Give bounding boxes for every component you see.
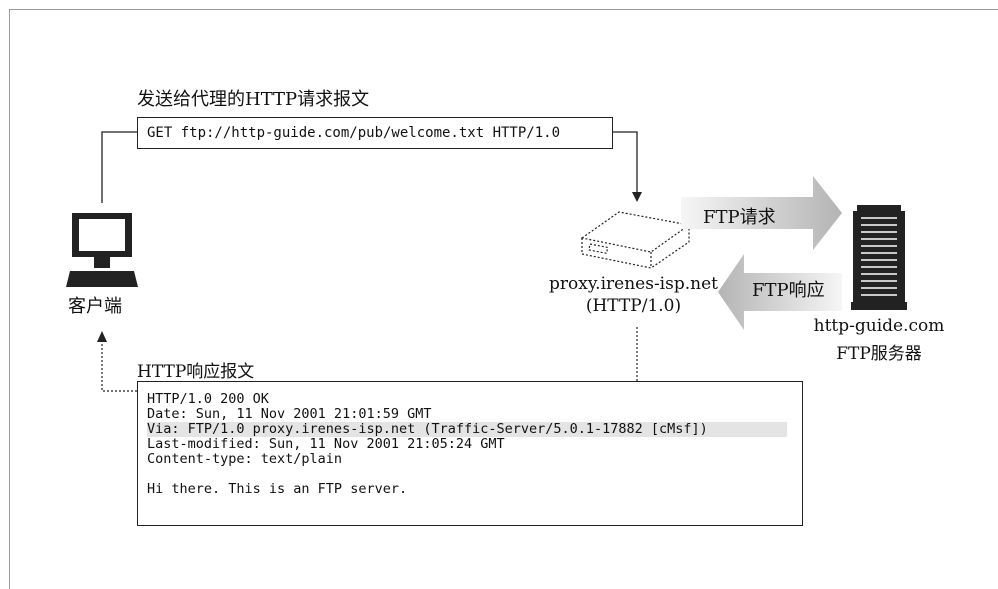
request-arrowhead bbox=[632, 192, 642, 202]
response-via-header: Via: FTP/1.0 proxy.irenes-isp.net (Traff… bbox=[147, 422, 787, 437]
server-name: http-guide.com bbox=[813, 316, 945, 336]
ftp-request-label: FTP请求 bbox=[703, 207, 776, 228]
response-status-line: HTTP/1.0 200 OK bbox=[147, 391, 269, 407]
ftp-request-arrow bbox=[681, 176, 842, 250]
response-connector-client bbox=[101, 340, 137, 392]
request-connector-left bbox=[101, 131, 137, 203]
proxy-name: proxy.irenes-isp.net bbox=[549, 274, 718, 294]
proxy-protocol: (HTTP/1.0) bbox=[585, 296, 682, 316]
response-arrowhead bbox=[97, 331, 107, 342]
ftp-response-label: FTP响应 bbox=[752, 280, 825, 301]
request-line: GET ftp://http-guide.com/pub/welcome.txt… bbox=[147, 125, 561, 141]
server-tower-icon bbox=[851, 205, 907, 310]
computer-terminal-icon bbox=[66, 213, 138, 287]
response-blank-line bbox=[147, 467, 802, 482]
request-title: 发送给代理的HTTP请求报文 bbox=[137, 89, 370, 110]
response-title: HTTP响应报文 bbox=[137, 362, 255, 382]
request-connector-right bbox=[613, 131, 638, 194]
ftp-response-arrow bbox=[718, 254, 842, 330]
response-message-box: HTTP/1.0 200 OK Date: Sun, 11 Nov 2001 2… bbox=[137, 381, 803, 526]
client-label: 客户端 bbox=[68, 296, 122, 317]
proxy-box-icon bbox=[580, 211, 691, 269]
response-body: Hi there. This is an FTP server. bbox=[147, 481, 408, 497]
server-role: FTP服务器 bbox=[836, 344, 922, 364]
response-date-header: Date: Sun, 11 Nov 2001 21:01:59 GMT bbox=[147, 406, 432, 422]
figure-frame bbox=[9, 9, 998, 589]
response-content-type-header: Content-type: text/plain bbox=[147, 451, 343, 467]
response-last-modified-header: Last-modified: Sun, 11 Nov 2001 21:05:24… bbox=[147, 436, 505, 452]
request-message-box: GET ftp://http-guide.com/pub/welcome.txt… bbox=[137, 117, 613, 149]
